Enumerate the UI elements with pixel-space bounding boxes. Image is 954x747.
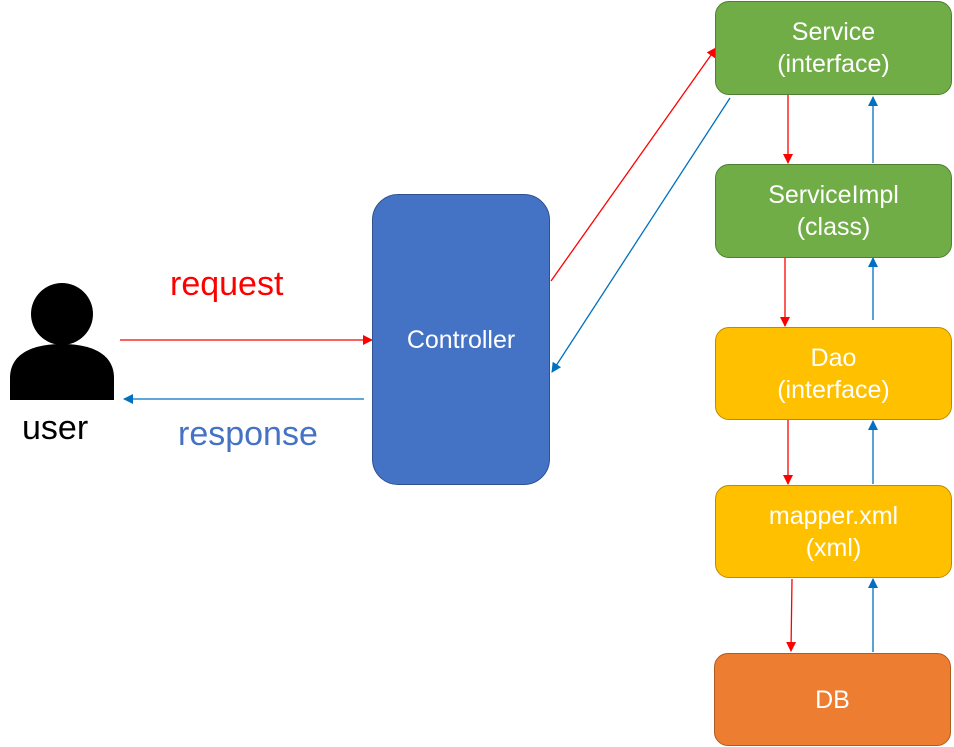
serviceimpl-type-label: (class) xyxy=(796,213,871,241)
service-label: Service xyxy=(791,18,876,46)
mapper-label: mapper.xml xyxy=(768,501,899,530)
response-label: response xyxy=(178,415,318,453)
service-type-label: (interface) xyxy=(777,50,890,78)
dao-node: Dao (interface) xyxy=(715,327,952,420)
db-node: DB xyxy=(714,653,951,746)
mapper-to-db-arrow xyxy=(786,578,797,652)
db-label: DB xyxy=(815,685,850,714)
mapper-type-label: (xml) xyxy=(805,533,862,562)
user-label: user xyxy=(22,409,89,447)
dao-label: Dao xyxy=(810,343,857,372)
serviceimpl-label: ServiceImpl xyxy=(768,181,899,209)
service-node: Service (interface) xyxy=(715,1,952,95)
service-to-controller-arrow xyxy=(551,97,731,373)
controller-node: Controller xyxy=(372,194,550,485)
mapper-node: mapper.xml (xml) xyxy=(715,485,952,578)
controller-label: Controller xyxy=(406,325,516,354)
user-icon xyxy=(10,283,114,400)
controller-to-service-arrow xyxy=(550,47,717,282)
serviceimpl-node: ServiceImpl (class) xyxy=(715,164,952,258)
dao-type-label: (interface) xyxy=(777,375,890,404)
request-label: request xyxy=(170,265,284,303)
